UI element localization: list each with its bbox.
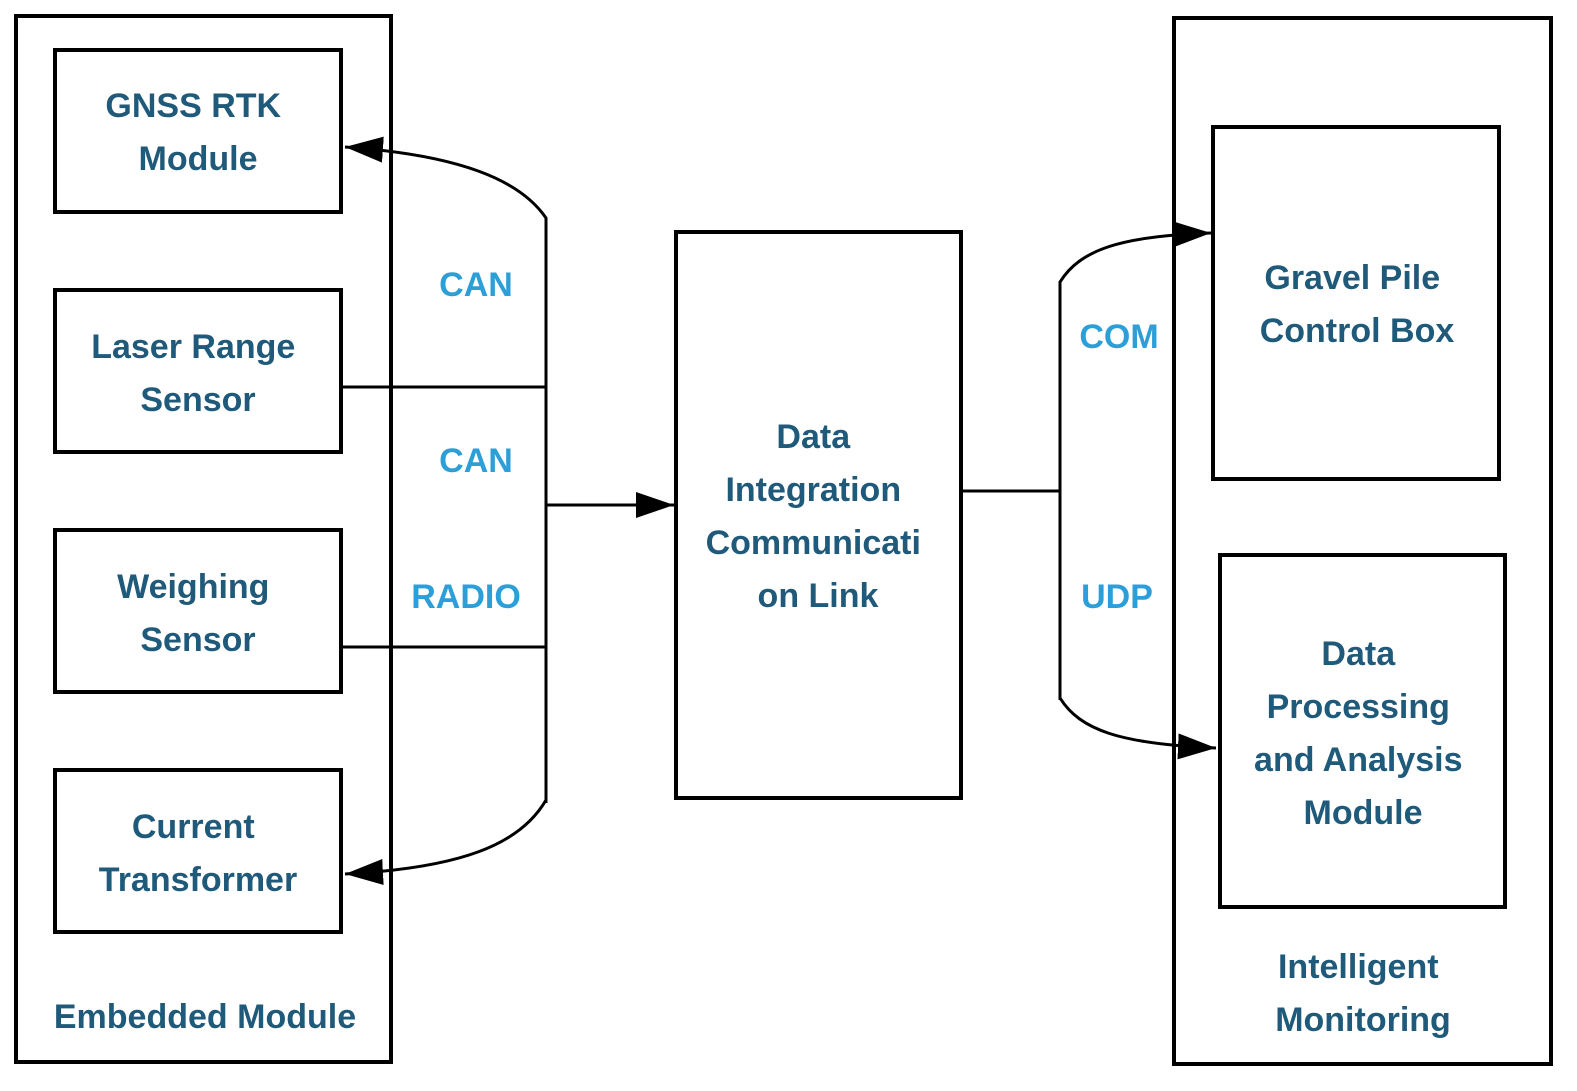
bus-to-processing-module-arrow (1058, 697, 1217, 760)
can-label-1: CAN (439, 266, 513, 304)
data-integration-box (674, 230, 963, 800)
bus-to-gnss-arrow (344, 136, 548, 803)
laser-range-sensor-label: Laser Range Sensor (91, 328, 305, 419)
gravel-pile-control-box (1211, 125, 1501, 481)
gnss-rtk-module-label: GNSS RTK Module (105, 87, 290, 178)
com-label: COM (1079, 318, 1158, 356)
radio-label: RADIO (411, 578, 521, 616)
gravel-pile-control-box-label: Gravel Pile Control Box (1260, 259, 1455, 350)
data-integration-label: Data Integration Communicati on Link (706, 418, 931, 615)
weighing-sensor-label: Weighing Sensor (117, 568, 279, 659)
gnss-rtk-module-box (53, 48, 343, 214)
intelligent-monitoring-title: Intelligent Monitoring (1275, 948, 1451, 1039)
laser-range-sensor-box (53, 288, 343, 454)
bus-to-current-transformer-arrow (344, 799, 548, 885)
data-processing-module-label: Data Processing and Analysis Module (1254, 635, 1472, 832)
data-processing-module-box (1218, 553, 1507, 909)
current-transformer-label: Current Transformer (99, 808, 297, 899)
bus-to-control-box-arrow (1058, 221, 1212, 700)
can-label-2: CAN (439, 442, 513, 480)
weighing-sensor-box (53, 528, 343, 694)
current-transformer-box (53, 768, 343, 934)
udp-label: UDP (1081, 578, 1153, 616)
embedded-module-title: Embedded Module (54, 998, 356, 1036)
